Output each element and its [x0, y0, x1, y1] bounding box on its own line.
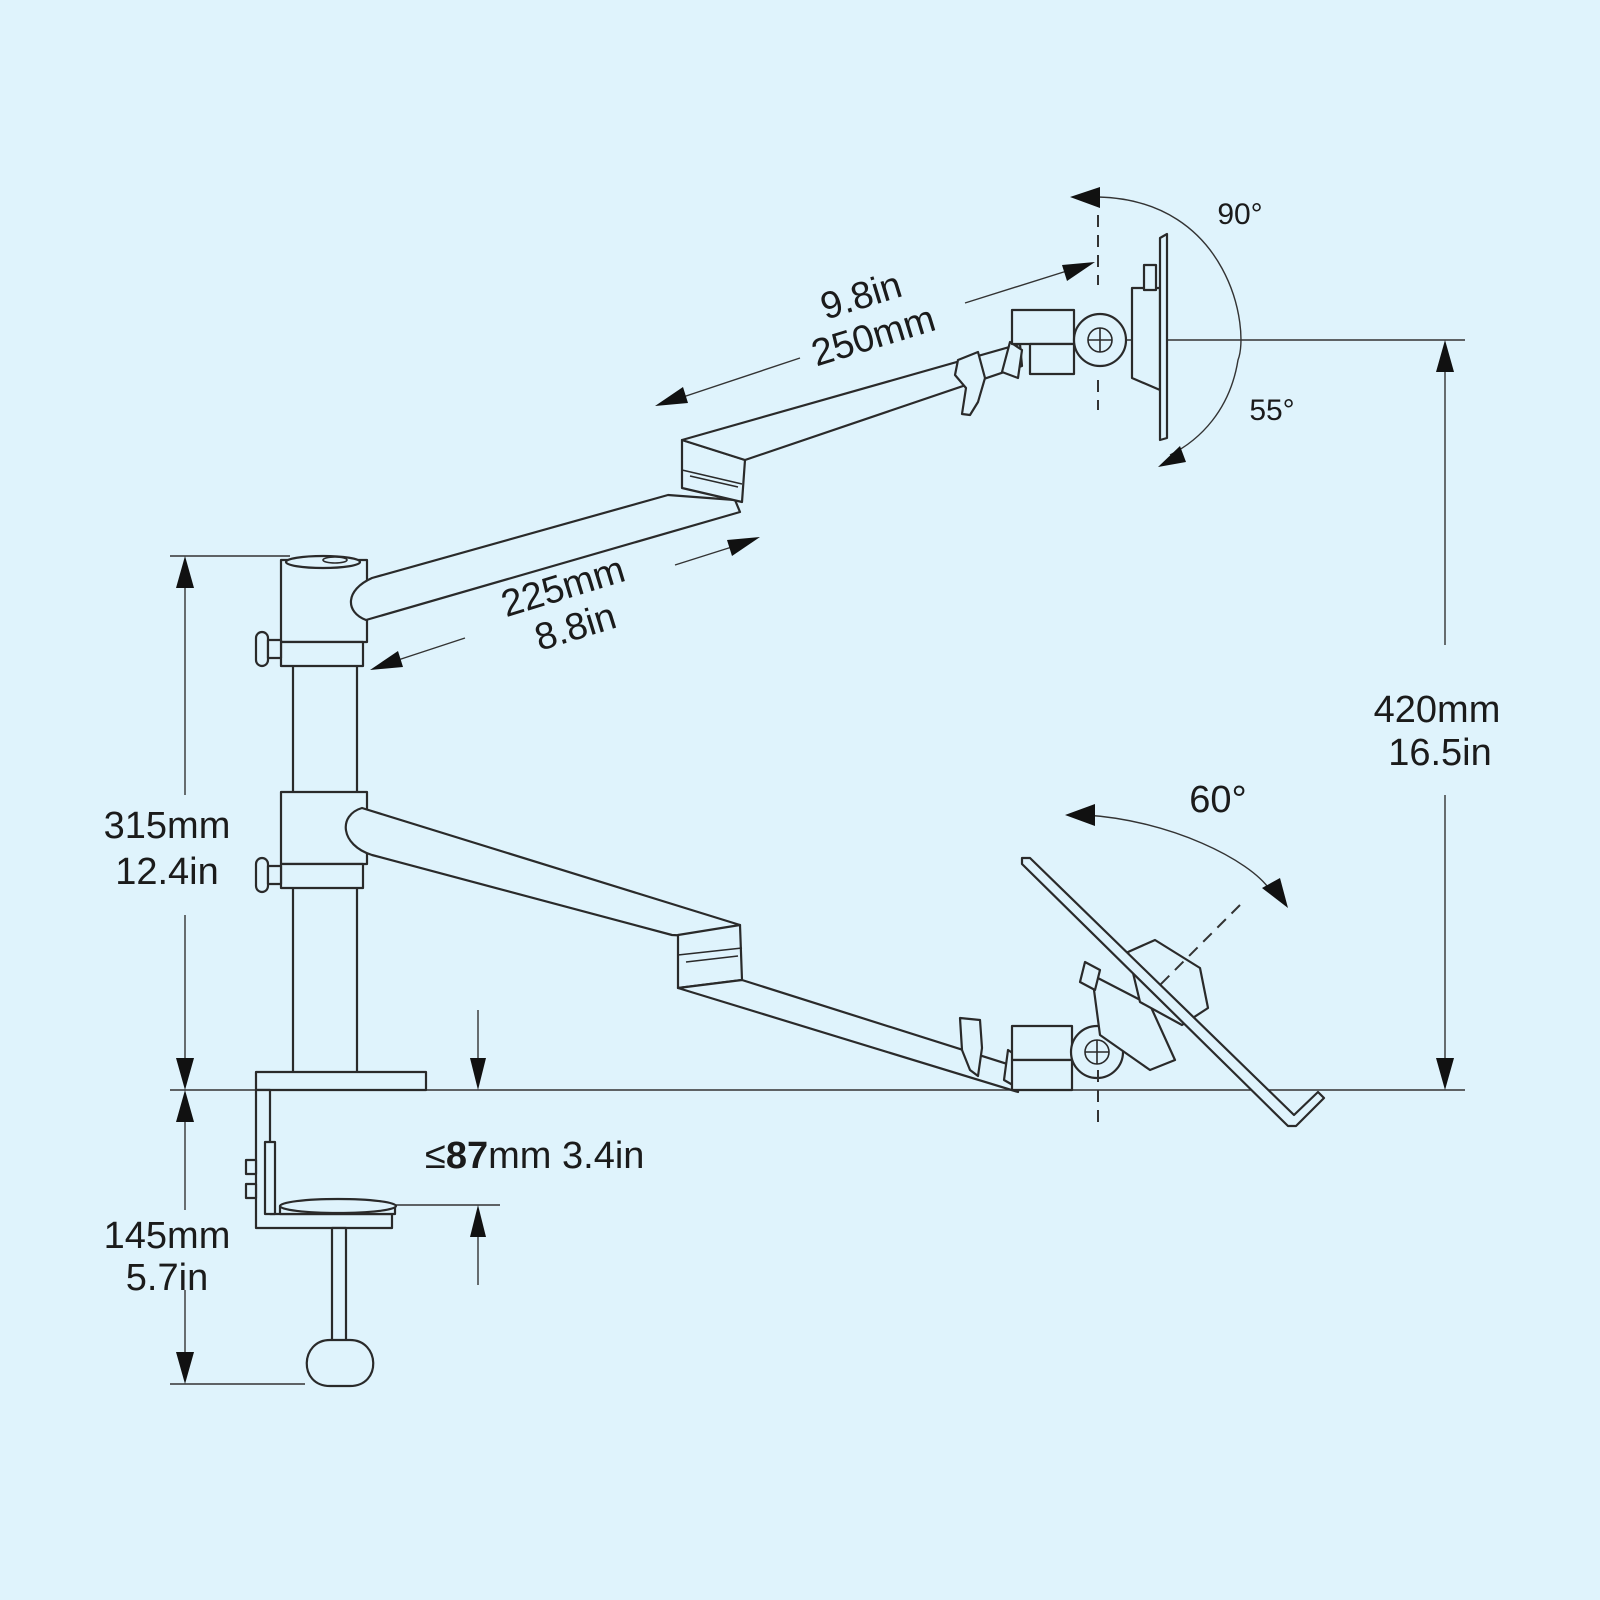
desk-thickness-value: 87	[446, 1135, 488, 1177]
pole-height-mm: 315mm	[104, 805, 231, 847]
monitor-tilt-down-angle: 55°	[1249, 394, 1294, 427]
tray-tilt-arc	[1065, 804, 1288, 908]
clamp-height-mm: 145mm	[104, 1215, 231, 1257]
upper-monitor-head	[1010, 232, 1169, 442]
total-height-in: 16.5in	[1388, 732, 1492, 774]
total-height-mm: 420mm	[1374, 689, 1501, 731]
upper-collar	[254, 554, 369, 668]
monitor-tilt-arc	[1070, 187, 1242, 467]
tray-head	[1010, 938, 1210, 1092]
upper-arm-segment-1	[349, 493, 742, 622]
upper-arm-length-label: 9.8in 250mm	[807, 264, 940, 375]
clamp-height-dimension	[176, 1090, 194, 1384]
pole-height-in: 12.4in	[115, 851, 219, 893]
pole-height-dimension	[176, 556, 194, 1090]
desk-clamp	[244, 1070, 428, 1388]
lower-arm-elbow	[676, 923, 744, 990]
upper-arm-segment-2	[680, 340, 1024, 462]
clamp-height-in: 5.7in	[126, 1257, 208, 1299]
desk-thickness-prefix: ≤	[425, 1135, 446, 1177]
lower-arm-segment-1	[344, 806, 742, 940]
laptop-tray	[1020, 856, 1326, 1128]
tray-tilt-angle: 60°	[1189, 779, 1246, 821]
desk-thickness-label: ≤87mm 3.4in	[425, 1135, 644, 1177]
total-height-dimension	[1436, 340, 1454, 1090]
desk-thickness-dimension	[470, 1010, 486, 1285]
desk-thickness-units: mm 3.4in	[488, 1135, 644, 1177]
monitor-tilt-up-angle: 90°	[1217, 198, 1262, 231]
lower-arm-segment-2	[676, 978, 1022, 1094]
upper-arm-length-dimension	[655, 262, 1095, 406]
lower-arm-length-dimension	[370, 537, 760, 670]
